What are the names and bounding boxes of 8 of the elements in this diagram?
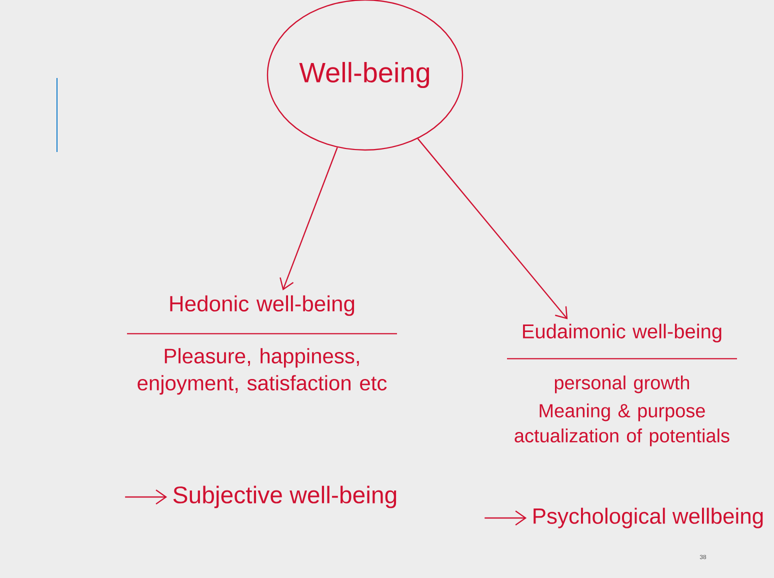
arrow — [280, 147, 338, 290]
conclusion-text: Subjective well-being — [173, 486, 396, 508]
pointer-arrow — [484, 510, 527, 526]
arrow — [417, 138, 568, 320]
category-text: Hedonic well-being Pleasure, happiness, enjoyment, satisfaction etc — [127, 295, 397, 395]
category-text: Eudaimonic well-being personal growth Meaning & purpose actualization of potentials — [507, 324, 737, 446]
conclusion-text: Psychological wellbeing — [534, 508, 763, 528]
pointer-arrow — [125, 490, 168, 504]
